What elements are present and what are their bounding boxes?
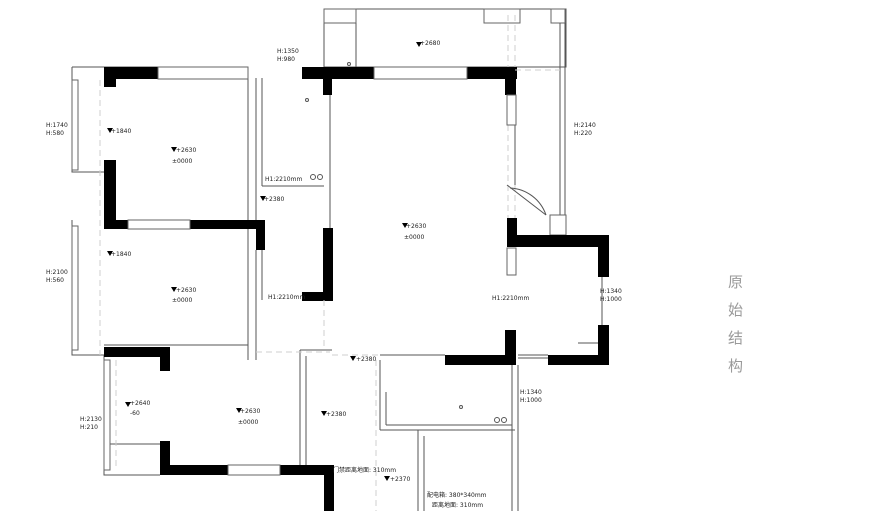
elevation-markers: +2680 +1840 +2630 ±0000 +1840 +2630 ±000…: [107, 40, 440, 483]
win-left-upper-h2: H:580: [46, 130, 64, 137]
elev-room-a-ceiling: +2630: [176, 147, 196, 154]
door-height-labels: H1:2210mm H1:2210mm H1:2210mm: [265, 176, 529, 302]
win-right-lower-h1: H:1340: [520, 389, 542, 396]
elev-small-room: +2640: [130, 400, 150, 407]
elev-living-floor: ±0000: [404, 234, 424, 241]
elev-room-b-ceiling: +2630: [176, 287, 196, 294]
note-door-sill: 门禁距离地面: 310mm: [333, 466, 396, 474]
win-right-room-h2: H:1000: [600, 296, 622, 303]
win-right-room-h1: H:1340: [600, 288, 622, 295]
dashed-lines: [99, 69, 560, 511]
note-meter-height: 距离地面: 310mm: [432, 501, 483, 509]
win-right-lower-h2: H:1000: [520, 397, 542, 404]
win-left-lower-h2: H:210: [80, 424, 98, 431]
win-right-balcony-h1: H:2140: [574, 122, 596, 129]
top-balcony: [323, 8, 567, 230]
window-height-labels: H:1350 H:980 H:1740 H:580 H:2100 H:560 H…: [46, 48, 622, 431]
door-middle: H1:2210mm: [268, 294, 305, 301]
elev-room-b-beam: +1840: [111, 251, 131, 258]
elev-balcony-top: +2680: [420, 40, 440, 47]
title-char-1: 原: [728, 273, 743, 291]
win-top-mid-h2: H:980: [277, 56, 295, 63]
elev-room-b-floor: ±0000: [172, 297, 192, 304]
elev-hall-a: +2380: [356, 356, 376, 363]
note-meter-box: 配电箱: 380*340mm: [427, 491, 487, 499]
elev-room-a-floor: ±0000: [172, 158, 192, 165]
win-right-balcony-h2: H:220: [574, 130, 592, 137]
elev-hall-b: +2380: [326, 411, 346, 418]
outline-walls: [71, 66, 603, 511]
title-char-2: 始: [728, 301, 743, 319]
win-top-mid-h1: H:1350: [277, 48, 299, 55]
door-upper: H1:2210mm: [265, 176, 302, 183]
title-char-4: 构: [728, 357, 743, 375]
door-living: H1:2210mm: [492, 295, 529, 302]
fixtures: [305, 62, 507, 423]
notes: 门禁距离地面: 310mm 配电箱: 380*340mm 距离地面: 310mm: [333, 466, 487, 509]
win-left-mid-h2: H:560: [46, 277, 64, 284]
vertical-title: 原 始 结 构: [728, 273, 743, 375]
title-char-3: 结: [728, 329, 743, 347]
win-left-lower-h1: H:2130: [80, 416, 102, 423]
elev-corridor: +2380: [264, 196, 284, 203]
elev-hall-c: +2370: [390, 476, 410, 483]
elev-living-ceiling: +2630: [406, 223, 426, 230]
elev-small-room-floor: -60: [130, 410, 140, 417]
win-left-mid-h1: H:2100: [46, 269, 68, 276]
win-left-upper-h1: H:1740: [46, 122, 68, 129]
bearing-walls: [104, 67, 609, 511]
elev-room-c-floor: ±0000: [238, 419, 258, 426]
window-openings: [71, 66, 517, 476]
elev-room-a-beam: +1840: [111, 128, 131, 135]
elev-room-c-ceiling: +2630: [240, 408, 260, 415]
